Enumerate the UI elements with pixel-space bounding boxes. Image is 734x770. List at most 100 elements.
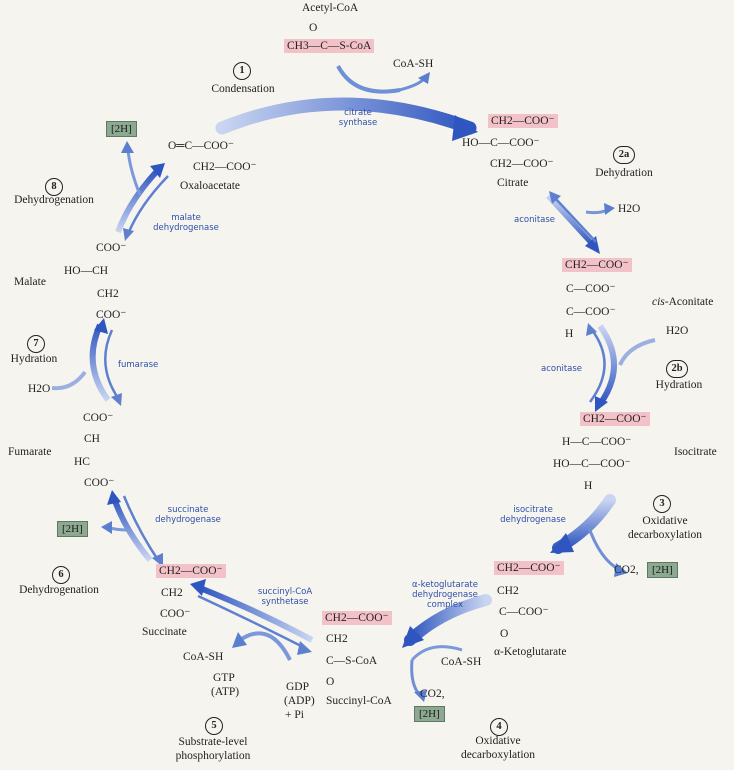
enzyme-aconitase-1: aconitase [514,215,556,225]
step-2a-number: 2a [613,146,635,164]
step-8-label: Dehydrogenation [14,194,94,206]
step-4-label: Oxidative decarboxylation [460,735,536,762]
acetyl-coa-label: Acetyl-CoA [302,2,359,14]
arrow-step6 [111,497,153,562]
enzyme-fumarase: fumarase [118,360,159,370]
arrow-coash-in [410,645,463,662]
fumarate-line1: COO⁻ [83,412,114,424]
cis-aconitate-line1: CH2—COO⁻ [562,258,632,272]
step-2a-label: Dehydration [595,167,653,179]
pi-label: + Pi [285,709,304,721]
two-h-box-3: [2H] [647,562,678,578]
arrow-step1 [215,97,477,135]
fumarate-label: Fumarate [8,446,52,458]
enzyme-citrate-synthase: citrate synthase [338,108,378,129]
succinyl-coa-line4: O [326,676,335,688]
fumarate-line3: HC [74,456,90,468]
oxaloacetate-line2: CH2—COO⁻ [193,161,257,173]
cis-aconitate-label: cis-Aconitate [652,296,714,308]
h2o-out-label: H2O [618,203,641,215]
akg-line2: CH2 [497,585,519,597]
succinyl-coa-label: Succinyl-CoA [326,695,392,707]
citrate-line2: HO—C—COO⁻ [462,137,540,149]
step-8-number: 8 [45,178,63,196]
enzyme-akgdh: α-ketoglutarate dehydrogenase complex [411,580,478,611]
enzyme-sdh: succinate dehydrogenase [155,505,221,526]
enzyme-mdh: malate dehydrogenase [153,213,219,234]
citrate-label: Citrate [497,177,529,189]
gtp-label: GTP [213,672,235,684]
arrow-h2o-in [618,338,656,366]
akg-label: α-Ketoglutarate [494,646,567,658]
step-5-label: Substrate-level phosphorylation [175,736,251,763]
arrow-h2o-in-7 [51,370,87,391]
atp-label: (ATP) [211,686,240,698]
coash-out-label: CoA-SH [393,58,434,70]
malate-line4: COO⁻ [96,309,127,321]
step-6-label: Dehydrogenation [19,584,99,596]
step-1-label: Condensation [211,83,275,95]
oxaloacetate-line1: O═C—COO⁻ [168,140,234,152]
two-h-box-8: [2H] [106,121,137,137]
acetyl-coa-oxygen: O [309,22,318,34]
malate-line1: COO⁻ [96,242,127,254]
arrow-step2a [546,194,596,248]
citrate-line1: CH2—COO⁻ [488,114,558,128]
coash-label-5: CoA-SH [183,651,224,663]
succinate-label: Succinate [142,626,187,638]
succinate-line1: CH2—COO⁻ [156,564,226,578]
arrow-step8 [115,167,161,234]
step-3-label: Oxidative decarboxylation [627,515,703,542]
h2o-in-label-7: H2O [28,383,51,395]
two-h-box-6: [2H] [57,521,88,537]
cis-aconitate-line3: C—COO⁻ [566,306,616,318]
step-2b-number: 2b [666,360,688,378]
succinate-line3: COO⁻ [160,608,191,620]
isocitrate-line2: H—C—COO⁻ [562,436,632,448]
step-1-number: 1 [233,62,251,80]
arrow-coash-out [394,76,427,93]
malate-line3: CH2 [97,288,119,300]
co2-label-4: CO2, [420,688,445,700]
acetyl-coa-formula: CH3—C—S-CoA [284,39,375,53]
step-4-number: 4 [490,718,508,736]
oxaloacetate-label: Oxaloacetate [180,180,241,192]
arrow-2h-out-8 [126,149,142,196]
enzyme-aconitase-2: aconitase [541,364,583,374]
step-2b-label: Hydration [655,379,703,391]
fumarate-line2: CH [84,433,100,445]
step-5-number: 5 [205,717,223,735]
arrow-step5 [198,585,314,643]
cis-aconitate-line4: H [565,328,574,340]
akg-line3: C—COO⁻ [499,606,549,618]
akg-line4: O [500,628,509,640]
co2-label-3: CO2, [614,564,639,576]
cis-aconitate-line2: C—COO⁻ [566,283,616,295]
two-h-box-4: [2H] [414,706,445,722]
malate-label: Malate [14,276,46,288]
isocitrate-label: Isocitrate [674,446,717,458]
succinyl-coa-line2: CH2 [326,633,348,645]
succinyl-coa-line1: CH2—COO⁻ [322,611,392,625]
akg-line1: CH2—COO⁻ [494,561,564,575]
arrow-gtp [238,631,292,661]
malate-line2: HO—CH [64,265,109,277]
arrow-co2-out-4 [410,659,422,697]
isocitrate-line3: HO—C—COO⁻ [553,458,631,470]
succinate-line2: CH2 [161,587,183,599]
adp-label: (ADP) [284,695,315,707]
step-7-number: 7 [27,335,45,353]
arrow-step1-head [452,115,478,141]
fumarate-line4: COO⁻ [84,477,115,489]
coash-in-label: CoA-SH [441,656,482,668]
gdp-label: GDP [286,681,310,693]
step-6-number: 6 [52,566,70,584]
arrow-acetylcoa-in [336,65,401,94]
arrow-step2b [597,324,617,406]
enzyme-idh: isocitrate dehydrogenase [500,505,566,526]
arrow-step7 [89,323,111,402]
citrate-line3: CH2—COO⁻ [490,158,554,170]
enzyme-scs: succinyl-CoA synthetase [257,587,313,608]
